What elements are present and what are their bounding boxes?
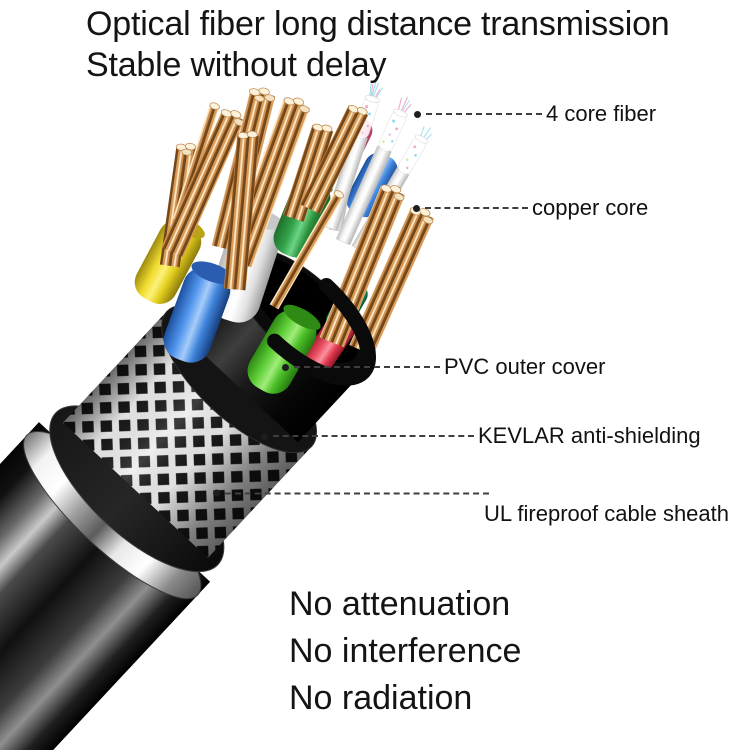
copper-bundle bbox=[283, 123, 334, 222]
callout-label: KEVLAR anti-shielding bbox=[478, 423, 701, 448]
callout-leader-line bbox=[225, 492, 489, 494]
page-title-line1: Optical fiber long distance transmission bbox=[86, 5, 670, 43]
feature-line: No radiation bbox=[289, 679, 473, 717]
feature-line: No interference bbox=[289, 632, 522, 670]
copper-strands bbox=[159, 87, 435, 356]
callout-ul-fireproof-cable-sheath bbox=[213, 489, 489, 497]
callout-dot bbox=[282, 363, 289, 371]
callout-dot bbox=[414, 110, 421, 118]
fiber-tube bbox=[335, 96, 412, 246]
callout-label: copper core bbox=[532, 195, 649, 220]
callout-label: UL fireproof cable sheath bbox=[484, 501, 729, 526]
pvc-lip bbox=[267, 278, 377, 386]
copper-bundle bbox=[161, 109, 245, 258]
copper-bundle bbox=[172, 102, 220, 222]
callout-leader-line bbox=[294, 366, 440, 368]
callout-4-core-fiber: 4 core fiber bbox=[414, 101, 656, 127]
callout-copper-core: copper core bbox=[413, 195, 648, 221]
callout-kevlar-anti-shielding: KEVLAR anti-shielding bbox=[261, 423, 701, 449]
copper-bundle bbox=[269, 190, 344, 310]
callout-label: PVC outer cover bbox=[444, 354, 606, 379]
wire-blue bbox=[163, 261, 234, 363]
page-title-line2: Stable without delay bbox=[86, 46, 387, 84]
callout-leader-line bbox=[426, 113, 542, 115]
callout-dot bbox=[413, 204, 420, 212]
callout-dot bbox=[213, 489, 220, 497]
callout-label: 4 core fiber bbox=[546, 101, 657, 126]
copper-bundle bbox=[300, 104, 369, 214]
callout-pvc-outer-cover: PVC outer cover bbox=[282, 354, 605, 380]
callout-leader-line bbox=[425, 207, 528, 209]
feature-line: No attenuation bbox=[289, 585, 511, 623]
page-title: Optical fiber long distance transmission… bbox=[86, 4, 670, 86]
copper-bundle bbox=[223, 130, 260, 291]
feature-list: No attenuation No interference No radiat… bbox=[289, 581, 521, 722]
callout-dot bbox=[261, 432, 268, 440]
callout-leader-line bbox=[273, 435, 474, 437]
